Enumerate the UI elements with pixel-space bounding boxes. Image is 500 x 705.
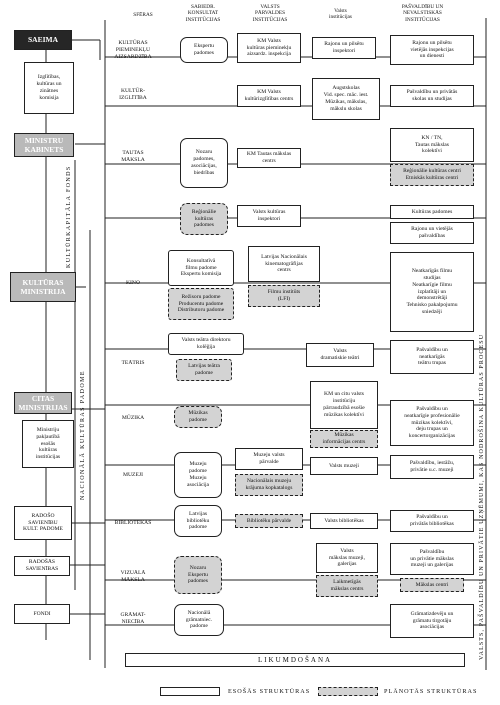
legend-planned-swatch: [318, 687, 378, 696]
c1-state-management: KM Valsts kultūras pieminekļu aizsardz. …: [237, 33, 301, 63]
c8-municipal: Pašvaldību, iestāžu, privātie u.c. muzej…: [390, 455, 474, 479]
enterprises-band-label: VALSTS, PAŠVALDĪBU UN PRIVĀTIE UZŅĒMUMI,…: [479, 333, 485, 660]
c9-municipal: Pašvaldību un privātās bibliotēkas: [390, 510, 474, 532]
c10-municipal-planned: Mākslas centri: [400, 578, 464, 592]
header-advisory: SABIEDR. KONSULTAT INSTITŪCIJAS: [185, 4, 221, 23]
c6-advisory: Valsts teātra direktoru kolēģija: [168, 333, 244, 355]
c8-state: Valsts muzeji: [310, 457, 378, 475]
c5-state-management: Latvijas Nacionālais kinematogrāfijas ce…: [248, 246, 320, 282]
c7-state: KM un citu valsts institūciju pārraudzīb…: [310, 381, 378, 429]
ministry-box: KULTŪRAS MINISTRIJA: [10, 272, 76, 302]
sphere-music: MŪZIKA: [121, 415, 145, 421]
sphere-visual-arts: VIZUĀLĀ MĀKSLA: [120, 570, 146, 583]
c5-state-management-planned: Filmu institūts (LFI): [248, 285, 320, 307]
c7-advisory-planned: Mūzikas padome: [174, 406, 222, 428]
commission-box: Izglītības, kultūras un zinātnes komisij…: [24, 62, 74, 114]
cabinet-box: MINISTRU KABINETS: [14, 133, 74, 157]
c9-state: Valsts bibliotēkas: [310, 513, 378, 529]
legend-planned-label: PLĀNOTĀS STRUKTŪRAS: [384, 688, 478, 695]
c8-state-management-planned: Nacionālais muzeju krājuma kopkatalogs: [235, 474, 303, 496]
sphere-libraries: BIBLIOTĒKAS: [114, 520, 152, 526]
national-culture-council-label: NACIONĀLĀ KULTŪRAS PADOME: [80, 370, 86, 500]
c10-state: Valsts mākslas muzeji, galerijas: [316, 543, 378, 573]
legend-existing-swatch: [160, 687, 220, 696]
c3-municipal: KN / TN, Tautas mākslas kolektīvi: [390, 128, 474, 162]
sphere-folk-art: TAUTAS MĀKSLA: [121, 150, 145, 163]
c4-advisory-planned: Reģionālie kultūras padomes: [180, 203, 228, 235]
c5-advisory: Konsultatīvā filmu padome Ekspertu komis…: [168, 250, 234, 286]
c3-advisory: Nozaru padomes, asociācijas, biedrības: [180, 138, 228, 188]
header-state-management: VALSTS PĀRVALDES INSTITŪCIJAS: [252, 4, 288, 23]
sphere-publishing: GRĀMAT- NIECĪBA: [120, 612, 146, 625]
capital-fund-bracket: [70, 164, 84, 274]
c11-municipal: Grāmatizdevēju un grāmatu tirgotāju asoc…: [390, 604, 474, 638]
funds-box: FONDI: [14, 604, 70, 624]
sphere-monuments: KULTŪRAS PIEMINEKĻU AIZSARDZĪBA: [114, 40, 152, 60]
c5-municipal: Neatkarīgās filmu studijas Neatkarīgie f…: [390, 252, 474, 332]
c6-municipal: Pašvaldību un neatkarīgās teātru trupas: [390, 340, 474, 374]
c1-advisory: Ekspertu padomes: [180, 37, 228, 63]
header-spheres: SFĒRAS: [133, 12, 153, 18]
c7-state-planned: Mūzikas informācijas centrs: [310, 430, 378, 448]
c3-state-management: KM Tautas mākslas centrs: [237, 148, 301, 168]
c1-municipal: Rajonu un pilsētu vietējās inspekcijas u…: [390, 35, 474, 65]
c5-advisory-planned: Režisoru padome Producentu padome Distri…: [168, 288, 234, 320]
header-state: Valsts institūcijas: [329, 8, 352, 21]
c10-municipal: Pašvaldību un privātie mākslas muzeji un…: [390, 543, 474, 575]
creative-unions-council-box: RADOŠO SAVIENĪBU KULT. PADOME: [14, 506, 72, 540]
c9-state-management-planned: Bibliotēku pārvalde: [235, 514, 303, 528]
saeima-box: SAEIMA: [14, 30, 72, 50]
c1-state: Rajonu un pilsētu inspektori: [312, 37, 376, 59]
c2-state-management: KM Valsts kultūrizglītības centrs: [237, 85, 301, 107]
c6-state: Valsts dramatiskie teātri: [306, 343, 374, 367]
c4-state-management: Valsts kultūras inspektori: [237, 205, 301, 227]
header-municipal: PAŠVALDĪBU UN NEVALSTISKĀS INSTITŪCIJAS: [401, 4, 444, 23]
sphere-culture-education: KULTŪR- IZGLĪTĪBA: [119, 88, 147, 101]
c10-state-planned: Laikmetīgās mākslas centrs: [316, 575, 378, 597]
c8-advisory: Muzeju padome Muzeju asociācija: [174, 452, 222, 498]
c6-advisory-planned: Latvijas teātra padome: [176, 359, 232, 381]
sphere-cinema: KINO: [126, 280, 140, 286]
c4-municipal-local: Rajonu un vietējās pašvaldības: [390, 222, 474, 244]
c8-state-management: Muzeju valsts pārvalde: [235, 448, 303, 470]
legislation-band: LIKUMDOŠANA: [125, 653, 465, 667]
sphere-theatre: TEĀTRIS: [121, 360, 145, 366]
creative-unions-box: RADOŠĀS SAVIENĪBAS: [14, 556, 70, 576]
c2-municipal: Pašvaldību un privātās skolas un studija…: [390, 85, 474, 107]
c2-state: Augstskolas Vid. spec. māc. iest. Mūzika…: [312, 78, 380, 120]
c7-municipal: Pašvaldību un neatkarīgie profesionālie …: [390, 400, 474, 446]
other-ministries-box: CITAS MINISTRIJAS: [14, 392, 72, 414]
sphere-museums: MUZEJI: [123, 472, 143, 478]
legend-existing-label: ESOŠĀS STRUKTŪRAS: [228, 688, 311, 695]
c9-advisory: Latvijas bibliotēku padome: [174, 505, 222, 537]
subordinate-institutions-box: Ministriju pakļautībā esošās kultūras in…: [22, 420, 74, 468]
c11-advisory: Nacionālā grāmatniec. padome: [174, 604, 224, 636]
c10-advisory-planned: Nozaru Ekspertu padomes: [174, 556, 222, 594]
c3-municipal-planned: Reģionālie kultūras centri Etniskās kult…: [390, 164, 474, 186]
c4-municipal-councils: Kultūras padomes: [390, 205, 474, 219]
capital-fund-label: KULTŪRKAPITĀLA FONDS: [66, 165, 72, 268]
